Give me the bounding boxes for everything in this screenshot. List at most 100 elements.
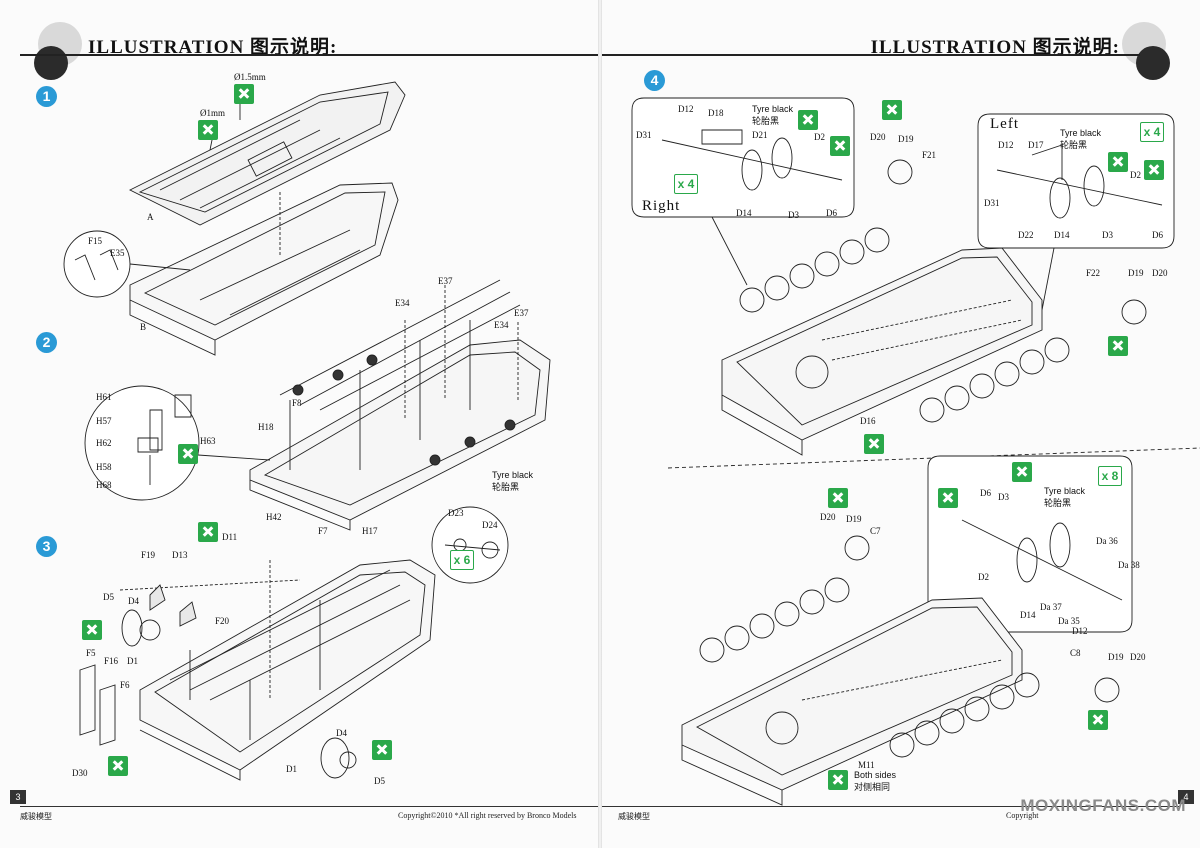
label-d20: D20 [870, 132, 886, 142]
label-e34: E34 [494, 320, 509, 330]
glue-icon [938, 488, 958, 508]
page-number: 4 [1178, 790, 1194, 804]
label-d11: D11 [222, 532, 238, 542]
label-d31: D31 [636, 130, 652, 140]
label-part-a: A [147, 212, 154, 222]
tyre-label-en: Tyre black [1060, 128, 1102, 138]
page-number: 3 [10, 790, 26, 804]
right-box-title: Right [642, 198, 681, 214]
label-d14: D14 [736, 208, 752, 218]
both-sides-en: Both sides [854, 770, 897, 780]
label-d12: D12 [678, 104, 694, 114]
label-d20: D20 [820, 512, 836, 522]
label-d19: D19 [846, 514, 862, 524]
label-c7: C7 [870, 526, 881, 536]
label-f8: F8 [292, 398, 302, 408]
copyright: Copyright [1006, 811, 1039, 820]
step-3-badge: 3 [36, 536, 57, 557]
glue-icon [798, 110, 818, 130]
left-page: ILLUSTRATION 图示说明: 1 2 3 [0, 0, 598, 848]
corner-disc-dark [1136, 46, 1170, 80]
copyright: Copyright©2010 *All right reserved by Br… [398, 811, 577, 820]
glue-icon [882, 100, 902, 120]
label-d4: D4 [336, 728, 347, 738]
label-d5: D5 [374, 776, 385, 786]
multiplier-badge: x 4 [674, 174, 698, 194]
glue-icon [1012, 462, 1032, 482]
tyre-label-cn: 轮胎黑 [1060, 140, 1088, 150]
label-d17: D17 [1028, 140, 1044, 150]
glue-icon [830, 136, 850, 156]
label-h58: H58 [96, 462, 112, 472]
page-gutter [598, 0, 602, 848]
assembly-drawing-right [602, 0, 1200, 848]
tyre-label-cn: 轮胎黑 [492, 482, 520, 492]
label-d6: D6 [826, 208, 837, 218]
label-d20: D20 [1130, 652, 1146, 662]
glue-icon [178, 444, 198, 464]
corner-disc-dark [34, 46, 68, 80]
label-d2: D2 [814, 132, 825, 142]
glue-icon [864, 434, 884, 454]
brand-name: 威骏模型 [618, 812, 650, 821]
label-part-b: B [140, 322, 147, 332]
multiplier-badge: x 6 [450, 550, 474, 570]
label-d6: D6 [1152, 230, 1163, 240]
label-c8: C8 [1070, 648, 1081, 658]
glue-icon [828, 488, 848, 508]
label-d4: D4 [128, 596, 139, 606]
footer-rule [602, 806, 1180, 807]
page-title: ILLUSTRATION 图示说明: [870, 37, 1120, 58]
label-d31: D31 [984, 198, 1000, 208]
label-h63: H63 [200, 436, 216, 446]
label-f5: F5 [86, 648, 96, 658]
label-f16: F16 [104, 656, 119, 666]
assembly-drawing-left [0, 0, 598, 848]
glue-icon [1144, 160, 1164, 180]
label-f6: F6 [120, 680, 130, 690]
label-h18: H18 [258, 422, 274, 432]
tyre-label-en: Tyre black [752, 104, 794, 114]
label-d19: D19 [898, 134, 914, 144]
label-f19: F19 [141, 550, 156, 560]
label-d16: D16 [860, 416, 876, 426]
label-d20: D20 [1152, 268, 1168, 278]
label-da38: Da 38 [1118, 560, 1140, 570]
glue-icon [828, 770, 848, 790]
step-1-badge: 1 [36, 86, 57, 107]
glue-icon [82, 620, 102, 640]
label-d3: D3 [998, 492, 1009, 502]
footer-rule [20, 806, 598, 807]
watermark: MOXINGFANS.COM [1020, 796, 1186, 815]
step-4-badge: 4 [644, 70, 665, 91]
label-d6: D6 [980, 488, 991, 498]
label-d22: D22 [1018, 230, 1034, 240]
glue-icon [372, 740, 392, 760]
label-d2: D2 [1130, 170, 1141, 180]
label-d1: D1 [286, 764, 297, 774]
label-d19: D19 [1128, 268, 1144, 278]
label-da37: Da 37 [1040, 602, 1062, 612]
tyre-label-cn: 轮胎黑 [1044, 498, 1072, 508]
label-e34: E34 [395, 298, 410, 308]
label-e35: E35 [110, 248, 125, 258]
label-1mm: Ø1mm [200, 108, 226, 118]
label-h61: H61 [96, 392, 112, 402]
label-d30: D30 [72, 768, 88, 778]
label-d3: D3 [788, 210, 799, 220]
label-d3: D3 [1102, 230, 1113, 240]
glue-icon [108, 756, 128, 776]
label-d23: D23 [448, 508, 464, 518]
both-sides-cn: 对侧相同 [854, 782, 891, 792]
label-f22: F22 [1086, 268, 1101, 278]
label-h57: H57 [96, 416, 112, 426]
glue-icon [1108, 336, 1128, 356]
header-rule [602, 54, 1140, 56]
label-m11: M11 [858, 760, 875, 770]
label-d1: D1 [127, 656, 138, 666]
label-da36: Da 36 [1096, 536, 1118, 546]
label-h17: H17 [362, 526, 378, 536]
label-1.5mm: Ø1.5mm [234, 72, 266, 82]
label-e37: E37 [438, 276, 453, 286]
